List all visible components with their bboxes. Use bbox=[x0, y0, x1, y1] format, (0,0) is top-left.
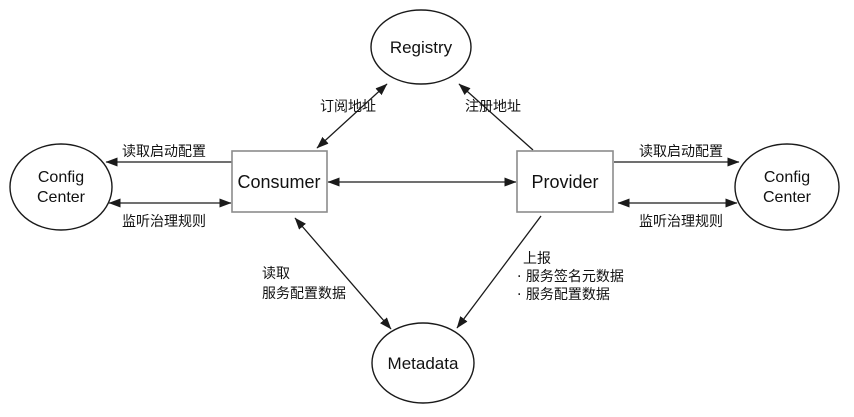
edge-provider-metadata bbox=[456, 215, 542, 329]
provider-label: Provider bbox=[531, 172, 598, 192]
provider-node: Provider bbox=[516, 150, 614, 213]
registry-label: Registry bbox=[390, 38, 453, 57]
provider-box bbox=[516, 150, 614, 213]
config-center-left-label-line1: Config bbox=[38, 169, 84, 186]
label-register-address: 注册地址 bbox=[465, 99, 521, 115]
label-provider-read-config: 读取启动配置 bbox=[639, 143, 723, 160]
label-consumer-listen-rules: 监听治理规则 bbox=[122, 214, 206, 230]
metadata-label: Metadata bbox=[388, 354, 459, 373]
registry-node: Registry bbox=[370, 9, 472, 85]
label-provider-metadata-line1: 上报 bbox=[523, 251, 551, 267]
config-center-right-node: Config Center bbox=[734, 143, 840, 231]
metadata-ellipse bbox=[371, 322, 475, 404]
label-provider-listen-rules: 监听治理规则 bbox=[639, 214, 723, 230]
edge-labels: 订阅地址 注册地址 读取启动配置 监听治理规则 读取启动配置 监听治理规则 读取… bbox=[122, 99, 723, 303]
label-provider-metadata-line3: · 服务配置数据 bbox=[517, 287, 610, 303]
label-provider-metadata-line2: · 服务签名元数据 bbox=[517, 268, 624, 285]
registry-ellipse bbox=[370, 9, 472, 85]
label-consumer-metadata-line2: 服务配置数据 bbox=[262, 286, 346, 302]
edge-provider-registry bbox=[458, 83, 534, 151]
config-center-left-ellipse bbox=[9, 143, 113, 231]
metadata-node: Metadata bbox=[371, 322, 475, 404]
config-center-right-ellipse bbox=[734, 143, 840, 231]
consumer-node: Consumer bbox=[231, 150, 328, 213]
nodes: Registry Config Center Config Center Con… bbox=[9, 9, 840, 404]
config-center-left-node: Config Center bbox=[9, 143, 113, 231]
label-subscribe-address: 订阅地址 bbox=[320, 99, 376, 115]
edge-consumer-registry bbox=[316, 83, 388, 149]
label-consumer-metadata-line1: 读取 bbox=[262, 265, 290, 282]
label-consumer-read-config: 读取启动配置 bbox=[122, 143, 206, 160]
edges bbox=[105, 83, 740, 330]
config-center-right-label-line2: Center bbox=[763, 189, 812, 206]
consumer-box bbox=[231, 150, 328, 213]
edge-consumer-metadata bbox=[294, 217, 392, 330]
consumer-label: Consumer bbox=[237, 172, 320, 192]
config-center-left-label-line2: Center bbox=[37, 189, 86, 206]
config-center-right-label-line1: Config bbox=[764, 169, 810, 186]
